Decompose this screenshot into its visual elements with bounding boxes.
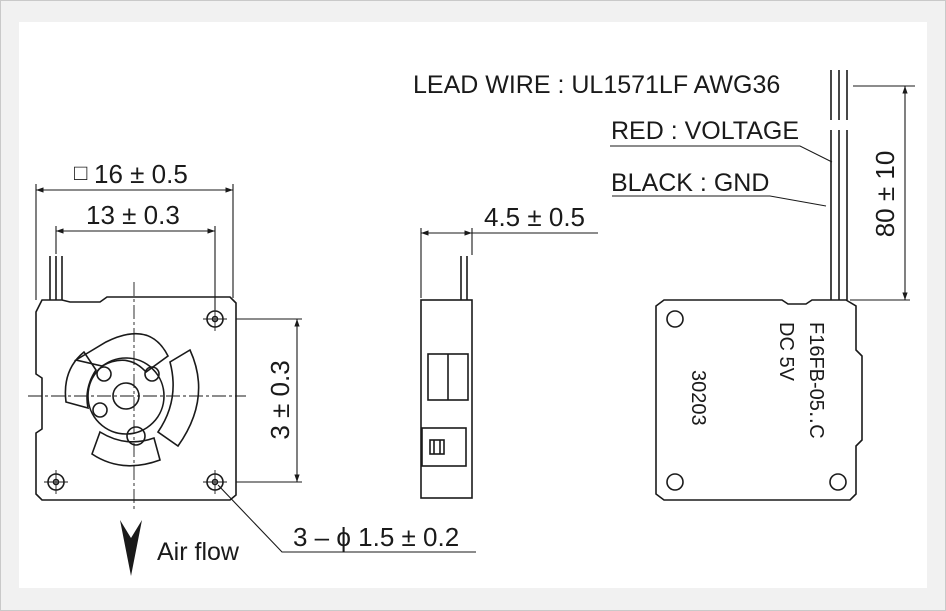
side-connector: [421, 427, 467, 467]
hub-hole-4: [126, 426, 146, 446]
airflow-label: Air flow: [157, 538, 240, 566]
front-lead-wire: [49, 256, 63, 300]
back-hole-bottom-left: [666, 473, 684, 491]
hole-pitch-dim-label: 3 ± 0.3: [265, 360, 295, 439]
side-lead-wire: [460, 256, 468, 300]
hole-spec-leader: [217, 484, 476, 553]
hub-hole-1: [96, 366, 112, 382]
airflow-arrow: [120, 520, 142, 576]
hole-spec-label: 3 – ϕ 1.5 ± 0.2: [293, 522, 459, 552]
red-label: RED : VOLTAGE: [611, 117, 799, 145]
fan-blade-4: [64, 350, 97, 410]
thickness-dim-label: 4.5 ± 0.5: [484, 202, 585, 232]
side-view: [420, 228, 598, 499]
lead-wire-label: LEAD WIRE : UL1571LF AWG36: [413, 71, 780, 99]
square-symbol: □: [74, 160, 87, 185]
drawing-panel: [19, 22, 927, 588]
lot-text: 30203: [687, 370, 709, 426]
hub-hole-2: [144, 366, 160, 382]
outer-dim-label: 16 ± 0.5: [94, 159, 188, 189]
wire-length-dim-label: 80 ± 10: [870, 151, 900, 238]
side-body: [420, 299, 473, 499]
voltage-text: DC 5V: [775, 322, 797, 382]
front-body-outline: [35, 296, 237, 501]
black-leader: [612, 195, 827, 207]
fan-blade-1: [73, 332, 170, 374]
side-connector-window: [429, 439, 445, 455]
fan-blade-2: [156, 348, 200, 448]
back-lead-wire: [830, 70, 848, 300]
back-view: [610, 70, 915, 501]
back-hole-top-left: [666, 310, 684, 328]
hub-hole-3: [92, 402, 108, 418]
black-label: BLACK : GND: [611, 169, 769, 197]
fan-blade-3: [91, 430, 161, 467]
red-leader: [610, 145, 833, 163]
inner-dim-label: 13 ± 0.3: [86, 200, 180, 230]
back-hole-bottom-right: [829, 473, 847, 491]
front-view: [28, 184, 476, 576]
model-text: F16FB-05‥C: [805, 322, 827, 439]
back-body-outline: [655, 299, 863, 501]
